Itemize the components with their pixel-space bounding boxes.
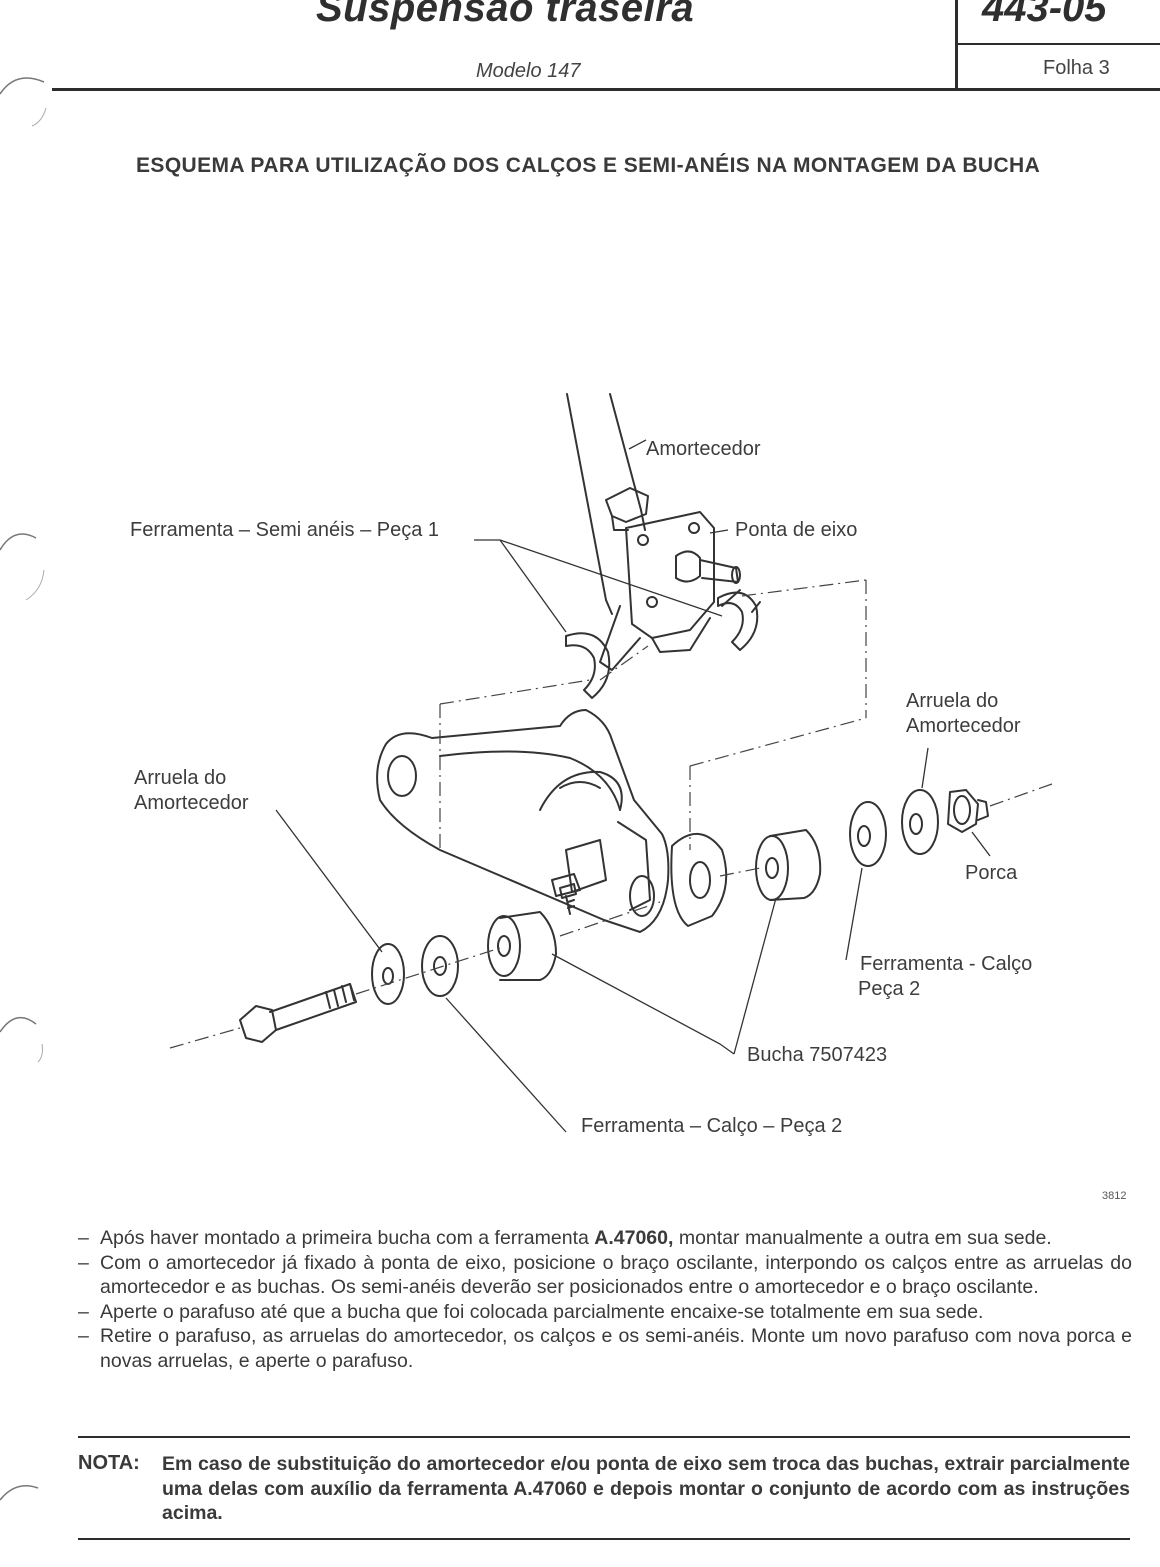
section-code: 443-05 bbox=[982, 0, 1107, 30]
stub-axle-drawing bbox=[599, 511, 741, 671]
list-item: Aperte o parafuso até que a bucha que fo… bbox=[78, 1300, 1132, 1325]
label-ferramenta-semi-aneis: Ferramenta – Semi anéis – Peça 1 bbox=[130, 519, 440, 541]
model-subtitle: Modelo 147 bbox=[476, 60, 581, 82]
label-ferramenta-calco-bottom: Ferramenta – Calço – Peça 2 bbox=[581, 1115, 843, 1137]
spacer-left bbox=[421, 935, 459, 997]
note-top-rule bbox=[78, 1436, 1130, 1438]
bushing-left-drawing bbox=[487, 911, 557, 981]
figure-number: 3812 bbox=[1102, 1190, 1127, 1202]
washer-right-outer bbox=[901, 789, 939, 855]
label-amortecedor: Amortecedor bbox=[646, 438, 761, 460]
note-bottom-rule bbox=[78, 1538, 1130, 1540]
semi-ring-right bbox=[717, 591, 759, 651]
nut-drawing bbox=[947, 789, 989, 833]
bushing-right-drawing bbox=[755, 829, 822, 901]
note-label: NOTA: bbox=[78, 1452, 140, 1474]
code-box-rule bbox=[955, 43, 1160, 45]
shock-absorber-drawing bbox=[566, 393, 649, 615]
label-arruela-right-line1: Arruela do bbox=[906, 690, 999, 712]
label-ferramenta-calco-right-line1: Ferramenta - Calço bbox=[860, 953, 1033, 975]
spacer-right bbox=[849, 801, 887, 867]
instruction-list: Após haver montado a primeira bucha com … bbox=[78, 1226, 1132, 1373]
label-arruela-left-line1: Arruela do bbox=[134, 767, 227, 789]
list-item: Após haver montado a primeira bucha com … bbox=[78, 1226, 1132, 1251]
list-item: Retire o parafuso, as arruelas do amorte… bbox=[78, 1324, 1132, 1373]
header-rule bbox=[52, 88, 1160, 91]
note-text: Em caso de substituição do amortecedor e… bbox=[162, 1453, 1130, 1524]
swing-arm-drawing bbox=[376, 709, 728, 933]
label-arruela-left-line2: Amortecedor bbox=[134, 792, 249, 814]
label-ponta-de-eixo: Ponta de eixo bbox=[735, 519, 858, 541]
page-title: Suspensão traseira bbox=[316, 0, 695, 30]
punch-hole-mark bbox=[0, 1016, 43, 1063]
label-porca: Porca bbox=[965, 862, 1018, 884]
label-bucha: Bucha 7507423 bbox=[747, 1044, 888, 1066]
header-divider bbox=[955, 0, 958, 90]
punch-hole-mark bbox=[0, 1485, 39, 1501]
list-item: Com o amortecedor já fixado à ponta de e… bbox=[78, 1251, 1132, 1300]
bolt-drawing bbox=[239, 983, 357, 1043]
label-ferramenta-calco-right-line2: Peça 2 bbox=[858, 978, 921, 1000]
section-heading: ESQUEMA PARA UTILIZAÇÃO DOS CALÇOS E SEM… bbox=[136, 154, 1041, 177]
suspension-exploded-diagram bbox=[169, 393, 1053, 1133]
semi-ring-left bbox=[565, 632, 611, 699]
sheet-number: Folha 3 bbox=[1043, 57, 1110, 79]
punch-hole-mark bbox=[0, 533, 45, 601]
label-arruela-right-line2: Amortecedor bbox=[906, 715, 1021, 737]
punch-hole-mark bbox=[0, 77, 47, 127]
washer-left-outer bbox=[371, 943, 405, 1005]
